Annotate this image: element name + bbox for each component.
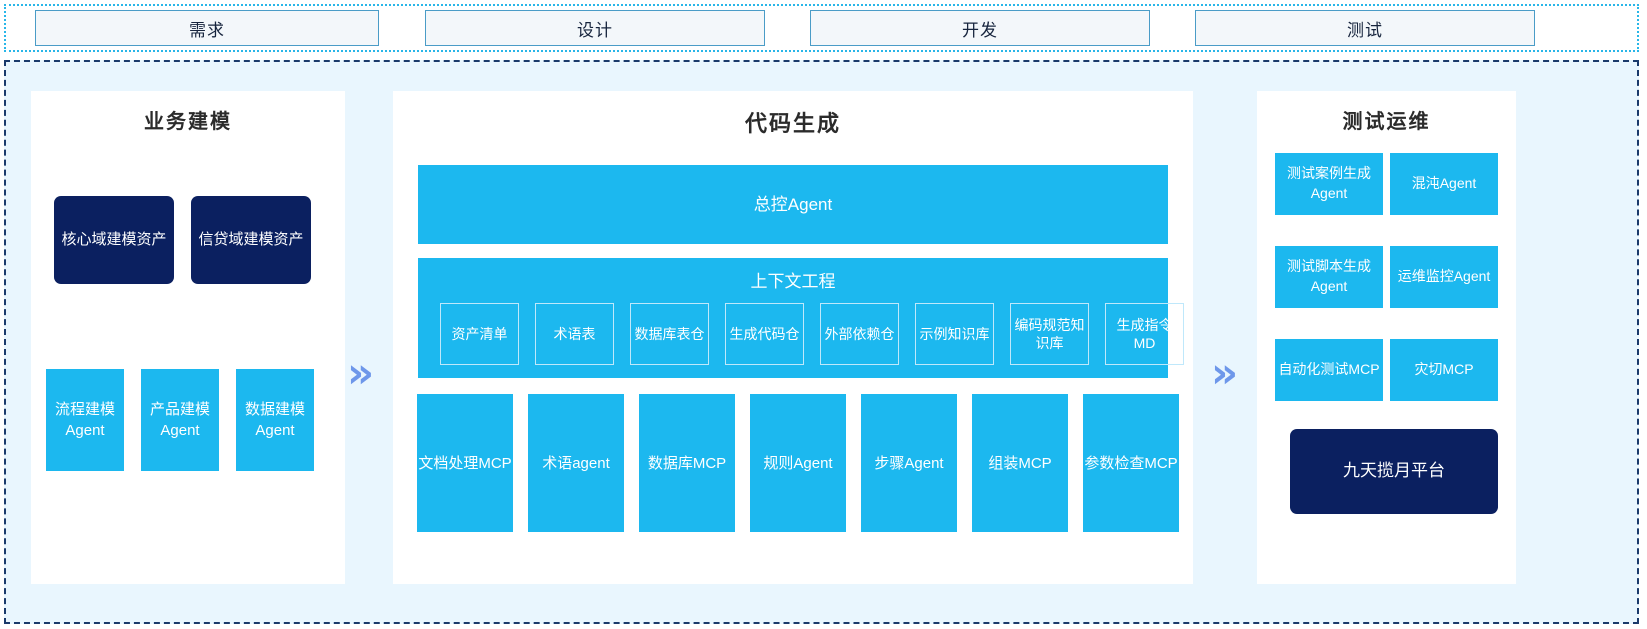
panel-left-title: 业务建模 xyxy=(144,111,232,133)
stage-box-design[interactable]: 设计 xyxy=(425,10,765,46)
ops-monitoring-agent[interactable]: 运维监控Agent xyxy=(1390,246,1498,308)
context-item-generated-code-repo[interactable]: 生成代码仓 xyxy=(725,303,804,365)
ops-disaster-switch-mcp[interactable]: 灾切MCP xyxy=(1390,339,1498,401)
stage-box-requirements[interactable]: 需求 xyxy=(35,10,379,46)
panel-business-modeling: 业务建模 核心域建模资产 信贷域建模资产 流程建模Agent 产品建模Agent… xyxy=(31,91,345,584)
architecture-container: 业务建模 核心域建模资产 信贷域建模资产 流程建模Agent 产品建模Agent… xyxy=(4,60,1639,624)
chevron-right-icon: » xyxy=(1211,348,1239,397)
context-engineering-title: 上下文工程 xyxy=(750,272,836,291)
tool-database-mcp[interactable]: 数据库MCP xyxy=(639,394,735,532)
context-item-coding-standard-knowledge-base[interactable]: 编码规范知识库 xyxy=(1010,303,1089,365)
ops-chaos-agent[interactable]: 混沌Agent xyxy=(1390,153,1498,215)
agent-product-modeling[interactable]: 产品建模Agent xyxy=(141,369,219,471)
ops-automated-test-mcp[interactable]: 自动化测试MCP xyxy=(1275,339,1383,401)
context-item-asset-inventory[interactable]: 资产清单 xyxy=(440,303,519,365)
ops-test-script-generation-agent[interactable]: 测试脚本生成Agent xyxy=(1275,246,1383,308)
ops-test-case-generation-agent[interactable]: 测试案例生成Agent xyxy=(1275,153,1383,215)
context-item-external-dependency-repo[interactable]: 外部依赖仓 xyxy=(820,303,899,365)
context-engineering-band: 上下文工程 资产清单 术语表 数据库表仓 生成代码仓 外部依赖仓 示例知识库 编… xyxy=(418,258,1184,378)
asset-core-domain-modeling[interactable]: 核心域建模资产 xyxy=(54,196,174,284)
asset-credit-domain-modeling[interactable]: 信贷域建模资产 xyxy=(191,196,311,284)
tool-assembly-mcp[interactable]: 组装MCP xyxy=(972,394,1068,532)
context-item-glossary[interactable]: 术语表 xyxy=(535,303,614,365)
panel-right-title: 测试运维 xyxy=(1342,111,1431,133)
stage-box-development[interactable]: 开发 xyxy=(810,10,1150,46)
stage-box-testing[interactable]: 测试 xyxy=(1195,10,1535,46)
agent-process-modeling[interactable]: 流程建模Agent xyxy=(46,369,124,471)
agent-data-modeling[interactable]: 数据建模Agent xyxy=(236,369,314,471)
tool-document-processing-mcp[interactable]: 文档处理MCP xyxy=(417,394,513,532)
tool-step-agent[interactable]: 步骤Agent xyxy=(861,394,957,532)
stage-strip: 需求 设计 开发 测试 xyxy=(4,4,1639,52)
jiutian-lanyue-platform[interactable]: 九天揽月平台 xyxy=(1290,429,1498,514)
tool-parameter-check-mcp[interactable]: 参数检查MCP xyxy=(1083,394,1179,532)
panel-center-title: 代码生成 xyxy=(744,111,841,136)
controller-agent-band[interactable]: 总控Agent xyxy=(418,165,1168,244)
panel-code-generation: 代码生成 总控Agent 上下文工程 资产清单 术语表 数据库表仓 生成代码仓 … xyxy=(393,91,1193,584)
panel-test-operations: 测试运维 测试案例生成Agent 混沌Agent 测试脚本生成Agent 运维监… xyxy=(1257,91,1516,584)
tool-rule-agent[interactable]: 规则Agent xyxy=(750,394,846,532)
chevron-right-icon: » xyxy=(347,348,375,397)
tool-glossary-agent[interactable]: 术语agent xyxy=(528,394,624,532)
context-item-example-knowledge-base[interactable]: 示例知识库 xyxy=(915,303,994,365)
context-item-generation-instruction-md[interactable]: 生成指令MD xyxy=(1105,303,1184,365)
context-item-db-table-repo[interactable]: 数据库表仓 xyxy=(630,303,709,365)
